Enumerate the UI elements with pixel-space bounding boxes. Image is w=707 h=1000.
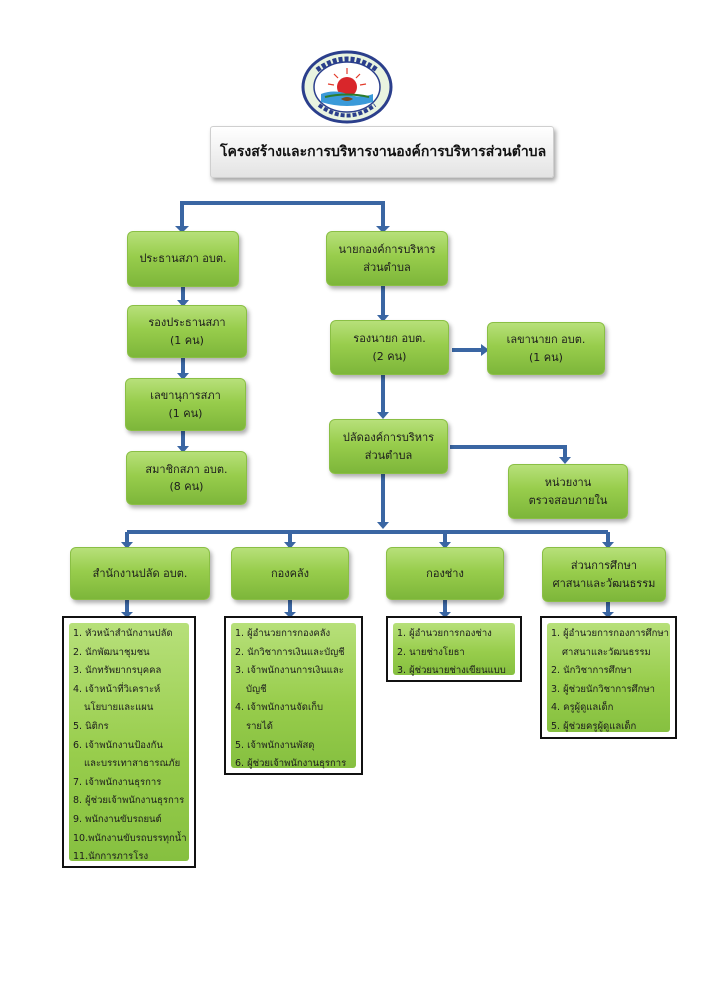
council-vice-president-box: รองประธานสภา (1 คน) xyxy=(127,305,247,358)
engineering-division-label: กองช่าง xyxy=(426,566,464,580)
list-item: 10.พนักงานขับรถบรรทุกน้ำ xyxy=(73,832,187,844)
internal-audit-box: หน่วยงาน ตรวจสอบภายใน xyxy=(508,464,628,519)
list-item: 4. ครูผู้ดูแลเด็ก xyxy=(551,702,614,714)
list-item: 5. ผู้ช่วยครูผู้ดูแลเด็ก xyxy=(551,720,637,732)
finance-division-staff-panel: 1. ผู้อำนวยการกองคลัง 2. นักวิชาการเงินแ… xyxy=(231,623,356,769)
permanent-secretary-line-2: ส่วนตำบล xyxy=(364,448,413,462)
finance-division-staff-items: 1. ผู้อำนวยการกองคลัง 2. นักวิชาการเงินแ… xyxy=(235,625,352,774)
list-item: 3. เจ้าพนักงานการเงินและ xyxy=(235,665,344,677)
education-division-staff-panel: 1. ผู้อำนวยการกองการศึกษา ศาสนาและวัฒนธร… xyxy=(547,623,670,732)
list-item: 6. เจ้าพนักงานป้องกัน xyxy=(73,739,163,751)
chief-secretary-label: เลขานายก อบต. xyxy=(506,333,586,347)
permanent-secretary-line-1: ปลัดองค์การบริหาร xyxy=(342,431,435,445)
office-secretary-staff-panel: 1. หัวหน้าสำนักงานปลัด 2. นักพัฒนาชุมชน … xyxy=(69,623,189,862)
list-item: และบรรเทาสาธารณภัย xyxy=(84,758,181,770)
chief-executive-line-2: ส่วนตำบล xyxy=(363,260,411,274)
deputy-chief-box: รองนายก อบต. (2 คน) xyxy=(330,320,449,375)
council-members-box: สมาชิกสภา อบต. (8 คน) xyxy=(126,451,247,505)
list-item: 3. ผู้ช่วยนายช่างเขียนแบบ xyxy=(397,665,506,677)
list-item: 1. ผู้อำนวยการกองช่าง xyxy=(397,628,492,639)
council-secretary-box: เลขานุการสภา (1 คน) xyxy=(125,378,246,431)
list-item: 9. พนักงานขับรถยนต์ xyxy=(73,813,162,825)
page-title-text: โครงสร้างและการบริหารงานองค์การบริหารส่ว… xyxy=(220,144,547,160)
council-secretary-count: (1 คน) xyxy=(168,406,203,420)
list-item: 2. นักวิชาการศึกษา xyxy=(551,665,633,677)
list-item: 5. นิติกร xyxy=(73,720,109,732)
list-item: 11.นักการภารโรง xyxy=(73,851,149,863)
engineering-division-staff-list: 1. ผู้อำนวยการกองช่าง 2. นายช่างโยธา 3. … xyxy=(386,616,522,682)
list-item: 5. เจ้าพนักงานพัสดุ xyxy=(235,739,315,751)
finance-division-staff-list: 1. ผู้อำนวยการกองคลัง 2. นักวิชาการเงินแ… xyxy=(224,616,363,775)
list-item: 1. หัวหน้าสำนักงานปลัด xyxy=(73,628,173,639)
list-item: บัญชี xyxy=(246,683,267,695)
finance-division-label: กองคลัง xyxy=(270,566,310,580)
list-item: 2. นายช่างโยธา xyxy=(397,646,465,658)
office-secretary-staff-list: 1. หัวหน้าสำนักงานปลัด 2. นักพัฒนาชุมชน … xyxy=(62,616,196,868)
finance-division-box: กองคลัง xyxy=(231,547,349,600)
engineering-division-box: กองช่าง xyxy=(386,547,504,600)
education-division-staff-list: 1. ผู้อำนวยการกองการศึกษา ศาสนาและวัฒนธร… xyxy=(540,616,677,739)
office-secretary-box: สำนักงานปลัด อบต. xyxy=(70,547,210,600)
deputy-chief-label: รองนายก อบต. xyxy=(353,332,426,346)
council-members-count: (8 คน) xyxy=(169,480,204,493)
organization-seal-logo xyxy=(301,50,393,124)
list-item: 4. เจ้าหน้าที่วิเคราะห์ xyxy=(73,683,161,695)
engineering-division-staff-panel: 1. ผู้อำนวยการกองช่าง 2. นายช่างโยธา 3. … xyxy=(393,623,515,676)
chief-executive-line-1: นายกองค์การบริหาร xyxy=(338,243,436,257)
list-item: 1. ผู้อำนวยการกองคลัง xyxy=(235,628,331,639)
list-item: 2. นักวิชาการเงินและบัญชี xyxy=(235,646,345,658)
list-item: 6. ผู้ช่วยเจ้าพนักงานธุรการ xyxy=(235,758,347,770)
education-division-box: ส่วนการศึกษา ศาสนาและวัฒนธรรม xyxy=(542,547,666,602)
office-secretary-label: สำนักงานปลัด อบต. xyxy=(92,566,188,580)
list-item: 4. เจ้าพนักงานจัดเก็บ xyxy=(235,702,323,714)
education-division-line-2: ศาสนาและวัฒนธรรม xyxy=(552,576,656,590)
list-item: ศาสนาและวัฒนธรรม xyxy=(562,646,651,658)
council-vice-president-label: รองประธานสภา xyxy=(148,316,226,330)
deputy-chief-count: (2 คน) xyxy=(372,349,407,363)
education-division-staff-items: 1. ผู้อำนวยการกองการศึกษา ศาสนาและวัฒนธร… xyxy=(551,625,669,737)
list-item: รายได้ xyxy=(246,720,273,732)
permanent-secretary-box: ปลัดองค์การบริหาร ส่วนตำบล xyxy=(329,419,448,474)
council-president-label: ประธานสภา อบต. xyxy=(139,252,227,266)
page-title: โครงสร้างและการบริหารงานองค์การบริหารส่ว… xyxy=(210,126,554,178)
council-vice-president-count: (1 คน) xyxy=(170,333,204,347)
list-item: 7. เจ้าพนักงานธุรการ xyxy=(73,776,162,788)
chief-executive-box: นายกองค์การบริหาร ส่วนตำบล xyxy=(326,231,448,286)
council-members-label: สมาชิกสภา อบต. xyxy=(145,462,228,476)
chief-secretary-count: (1 คน) xyxy=(529,350,563,364)
council-secretary-label: เลขานุการสภา xyxy=(150,389,221,403)
education-division-line-1: ส่วนการศึกษา xyxy=(570,559,638,573)
list-item: 8. ผู้ช่วยเจ้าพนักงานธุรการ xyxy=(73,795,185,807)
engineering-division-staff-items: 1. ผู้อำนวยการกองช่าง 2. นายช่างโยธา 3. … xyxy=(397,625,511,681)
office-secretary-staff-items: 1. หัวหน้าสำนักงานปลัด 2. นักพัฒนาชุมชน … xyxy=(73,625,187,867)
council-president-box: ประธานสภา อบต. xyxy=(127,231,239,287)
internal-audit-line-1: หน่วยงาน xyxy=(544,476,592,490)
list-item: นโยบายและแผน xyxy=(84,702,154,714)
list-item: 1. ผู้อำนวยการกองการศึกษา xyxy=(551,628,669,639)
list-item: 3. ผู้ช่วยนักวิชาการศึกษา xyxy=(551,683,655,695)
chief-secretary-box: เลขานายก อบต. (1 คน) xyxy=(487,322,605,375)
internal-audit-line-2: ตรวจสอบภายใน xyxy=(528,493,608,507)
list-item: 2. นักพัฒนาชุมชน xyxy=(73,646,150,658)
list-item: 3. นักทรัพยากรบุคคล xyxy=(73,665,162,677)
